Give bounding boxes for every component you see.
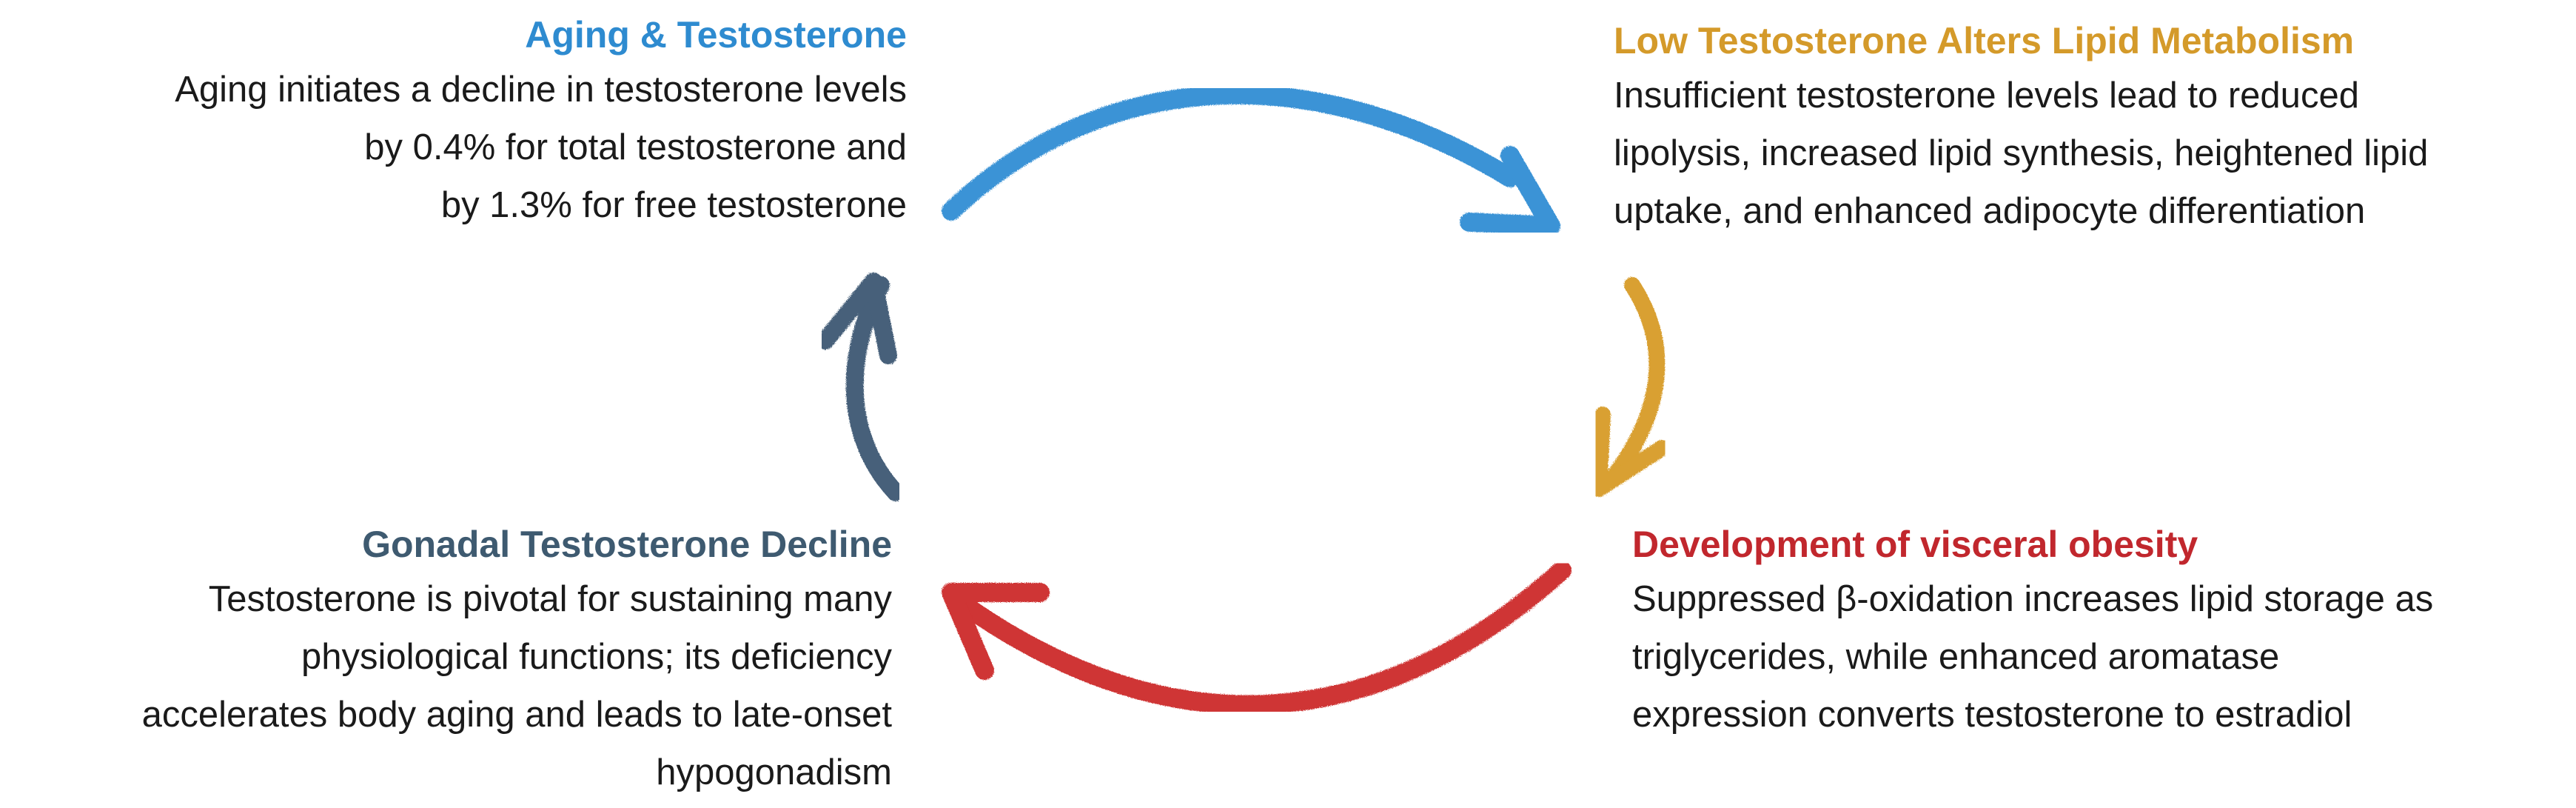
node-title: Gonadal Testosterone Decline — [362, 524, 892, 565]
node-line: triglycerides, while enhanced aromatase — [1632, 637, 2280, 677]
node-title: Development of visceral obesity — [1632, 524, 2198, 565]
node-line: expression converts testosterone to estr… — [1632, 695, 2352, 735]
node-title: Low Testosterone Alters Lipid Metabolism — [1614, 20, 2355, 61]
arrow-visceral-to-gonadal — [942, 561, 1572, 715]
arrow-lowt-to-visceral — [1591, 277, 1670, 497]
node-line: Aging initiates a decline in testosteron… — [175, 70, 907, 110]
node-line: Insufficient testosterone levels lead to… — [1614, 76, 2359, 116]
node-visceral-obesity: Development of visceral obesity Suppress… — [1632, 521, 2569, 744]
node-line: Testosterone is pivotal for sustaining m… — [208, 579, 892, 619]
node-title: Aging & Testosterone — [525, 14, 907, 56]
node-line: accelerates body aging and leads to late… — [141, 695, 892, 735]
node-line: Suppressed β-oxidation increases lipid s… — [1632, 579, 2434, 619]
node-line: physiological functions; its deficiency — [301, 637, 892, 677]
node-line: by 1.3% for free testosterone — [440, 185, 907, 225]
node-low-testosterone-lipid: Low Testosterone Alters Lipid Metabolism… — [1614, 18, 2569, 240]
node-line: lipolysis, increased lipid synthesis, he… — [1614, 133, 2429, 173]
arrow-aging-to-lowt — [942, 85, 1560, 236]
node-line: hypogonadism — [656, 752, 892, 792]
arrow-gonadal-to-aging — [816, 273, 905, 501]
node-gonadal-decline: Gonadal Testosterone Decline Testosteron… — [15, 521, 892, 801]
node-line: by 0.4% for total testosterone and — [364, 127, 907, 167]
node-aging-testosterone: Aging & Testosterone Aging initiates a d… — [15, 12, 907, 234]
node-line: uptake, and enhanced adipocyte different… — [1614, 191, 2366, 231]
